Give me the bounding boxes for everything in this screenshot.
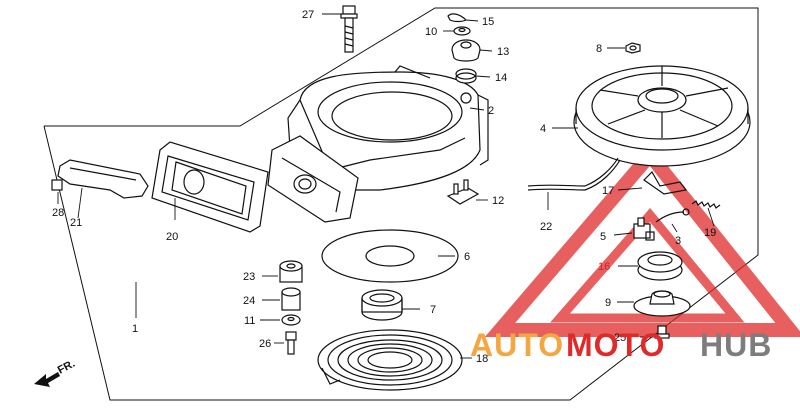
part-13-ratchet <box>451 39 481 62</box>
part-10-washer <box>453 26 471 36</box>
callout-14: 14 <box>495 72 507 84</box>
callout-13: 13 <box>497 46 509 58</box>
callout-6: 6 <box>464 251 470 263</box>
part-25-bolt <box>654 325 670 339</box>
callout-24: 24 <box>243 295 255 307</box>
callout-23: 23 <box>243 271 255 283</box>
watermark-text-moto: MOTO <box>566 327 665 363</box>
front-direction-label: FR. <box>56 358 77 377</box>
callout-3: 3 <box>675 235 681 247</box>
part-15-spring <box>447 13 468 23</box>
assembly-frame <box>43 7 759 401</box>
callout-4: 4 <box>540 123 546 135</box>
watermark-wordmark: AUTO MOTO HUB <box>470 327 772 363</box>
callout-8: 8 <box>596 43 602 55</box>
part-11-washer <box>281 314 301 326</box>
callout-26: 26 <box>259 338 271 350</box>
front-direction-arrow <box>34 372 60 387</box>
callout-22: 22 <box>540 221 552 233</box>
watermark-text-hub: HUB <box>700 327 772 363</box>
watermark-triangle-inner <box>550 208 745 323</box>
part-28-pin <box>51 179 63 191</box>
part-23-bushing <box>279 260 303 283</box>
part-2-starter-case <box>267 65 489 223</box>
part-20-grip-cover <box>151 141 269 233</box>
part-24-collar <box>281 287 301 311</box>
part-8-nut <box>625 42 641 54</box>
part-21-starter-handle <box>57 159 149 199</box>
callout-21: 21 <box>70 217 82 229</box>
callout-20: 20 <box>166 231 178 243</box>
part-17-friction-plate <box>643 171 688 195</box>
callout-labels: 1 2 3 4 5 6 7 8 9 10 11 12 13 14 15 16 1… <box>52 9 716 377</box>
callout-15: 15 <box>482 16 494 28</box>
callout-19: 19 <box>704 227 716 239</box>
callout-25: 25 <box>614 332 626 344</box>
part-16-ratchet-guide <box>637 251 683 281</box>
callout-27: 27 <box>302 9 314 21</box>
part-7-collar <box>361 289 403 321</box>
callout-17: 17 <box>602 185 614 197</box>
part-12-bracket <box>446 179 480 205</box>
watermark-triangle-outer <box>484 144 800 337</box>
part-22-rope <box>527 157 621 191</box>
watermark-text-auto: AUTO <box>470 327 564 363</box>
part-19-spring <box>691 200 721 209</box>
part-4-reel <box>573 65 751 167</box>
part-5-ratchet-pawl <box>633 217 655 241</box>
callout-9: 9 <box>605 297 611 309</box>
callout-11: 11 <box>244 315 255 327</box>
part-26-bolt <box>285 331 297 355</box>
callout-5: 5 <box>600 231 606 243</box>
callout-2: 2 <box>488 105 494 117</box>
callout-7: 7 <box>430 304 436 316</box>
callout-28: 28 <box>52 207 64 219</box>
callout-16: 16 <box>598 261 610 273</box>
part-6-plate <box>321 229 459 283</box>
part-9-cup <box>633 290 691 317</box>
watermark-logo <box>484 144 800 337</box>
callout-18: 18 <box>476 353 488 365</box>
part-14-spring <box>455 68 477 84</box>
callout-12: 12 <box>492 195 504 207</box>
callout-1: 1 <box>132 323 138 335</box>
callout-10: 10 <box>425 26 437 38</box>
part-3-ratchet-spring <box>655 208 690 223</box>
part-27-bolt <box>340 5 358 53</box>
part-18-recoil-spring <box>317 329 463 391</box>
